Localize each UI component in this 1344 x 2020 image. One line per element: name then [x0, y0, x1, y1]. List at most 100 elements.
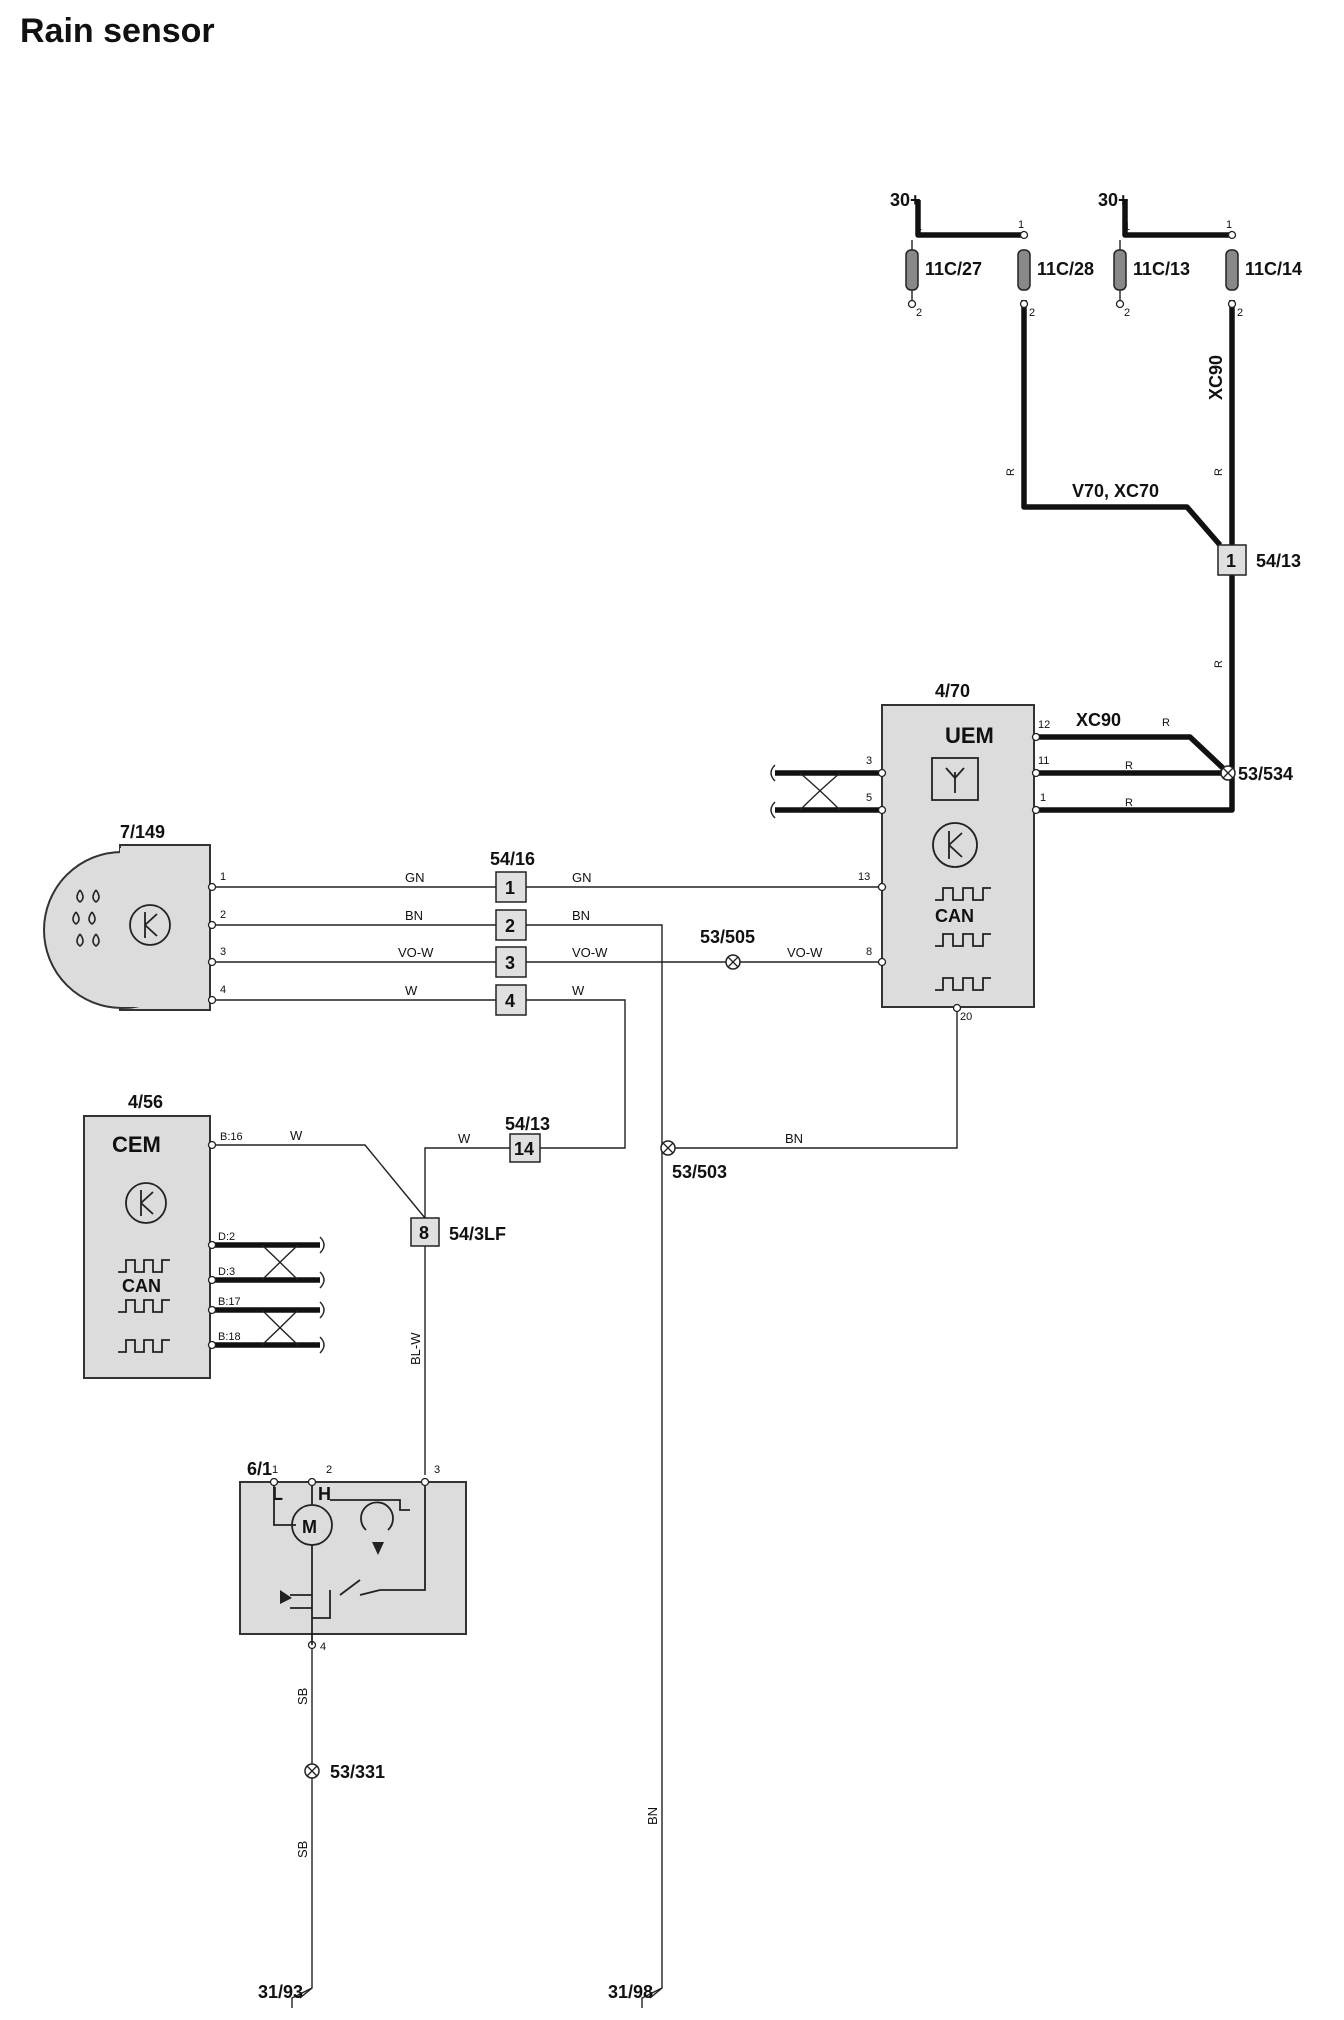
- svg-text:M: M: [302, 1517, 317, 1537]
- wire-color-r-pin1: R: [1125, 797, 1133, 809]
- svg-text:53/505: 53/505: [700, 927, 755, 947]
- wire-color-r-lower: R: [1213, 660, 1225, 668]
- fuse-11c-27: 1 2 11C/27: [905, 221, 982, 319]
- svg-text:H: H: [318, 1484, 331, 1504]
- wire-color-r-right: R: [1213, 468, 1225, 476]
- wire-w-sensor: [212, 999, 626, 1149]
- wire-color-w-cem: W: [290, 1128, 303, 1143]
- page-title: Rain sensor: [20, 12, 215, 50]
- svg-text:2: 2: [1124, 307, 1130, 319]
- svg-text:2: 2: [505, 916, 515, 936]
- power-wiring: [212, 200, 1235, 1348]
- label-v70-xc70: V70, XC70: [1072, 481, 1159, 501]
- wiper-motor: 6/1 1 2 3 4 L H M: [239, 1459, 467, 1653]
- svg-text:CAN: CAN: [935, 906, 974, 926]
- wire-w-14-to-8: [424, 1147, 510, 1218]
- cable-continuation-marks: [319, 764, 776, 1354]
- svg-text:11C/13: 11C/13: [1133, 259, 1190, 279]
- svg-text:20: 20: [960, 1011, 972, 1023]
- wire-sb-ground: [299, 1777, 313, 1999]
- wire-bn-uem-pin20: [674, 1008, 958, 1149]
- twisted-pair-marks: [261, 772, 841, 1346]
- wire-uem-pin1: [1036, 778, 1235, 813]
- svg-text:3: 3: [505, 953, 515, 973]
- svg-text:2: 2: [1029, 307, 1035, 319]
- splice-53-503: 53/503: [660, 1140, 727, 1182]
- uem-box: [881, 704, 1035, 1008]
- svg-text:13: 13: [858, 871, 870, 883]
- wire-color-r-pin11: R: [1125, 760, 1133, 772]
- svg-text:53/503: 53/503: [672, 1162, 727, 1182]
- svg-text:53/331: 53/331: [330, 1762, 385, 1782]
- wire-color-vo-w-mid: VO-W: [572, 945, 608, 960]
- svg-text:B:16: B:16: [220, 1131, 243, 1143]
- splice-53-331: 53/331: [304, 1762, 385, 1782]
- wire-fuse-11c28-down: [1021, 300, 1223, 547]
- wire-color-w-54-13: W: [458, 1131, 471, 1146]
- cem-module: 4/56 CEM CAN B:16 D:2 D:3 B:17 B:18: [83, 1092, 243, 1379]
- svg-text:1: 1: [1018, 219, 1024, 231]
- wire-color-w-right: W: [572, 983, 585, 998]
- uem-id: 4/70: [935, 681, 970, 701]
- ground-31-93: 31/93: [258, 1982, 303, 2002]
- svg-text:1: 1: [220, 871, 226, 883]
- svg-text:11C/27: 11C/27: [925, 259, 982, 279]
- park-cam-icon: [360, 1501, 394, 1555]
- svg-text:4: 4: [220, 984, 226, 996]
- svg-text:1: 1: [1040, 792, 1046, 804]
- raindrop-icon: [72, 889, 100, 947]
- wire-color-r-pin12: R: [1162, 717, 1170, 729]
- connector-54-13-top: 1 54/13: [1217, 544, 1301, 576]
- wire-color-bn-right: BN: [572, 908, 590, 923]
- control-unit-icon: [932, 822, 978, 868]
- supply-30plus-left: 30+: [890, 190, 921, 210]
- svg-text:53/534: 53/534: [1238, 764, 1293, 784]
- svg-text:D:2: D:2: [218, 1231, 235, 1243]
- can-bus-icon: CAN: [935, 887, 991, 991]
- svg-text:2: 2: [916, 307, 922, 319]
- svg-text:2: 2: [1237, 307, 1243, 319]
- connector-54-3lf: 8 54/3LF: [410, 1217, 506, 1247]
- svg-text:1: 1: [916, 221, 922, 233]
- svg-text:3: 3: [866, 755, 872, 767]
- wire-color-vo-w-right: VO-W: [787, 945, 823, 960]
- ground-symbols: [291, 1987, 663, 2008]
- svg-text:4: 4: [505, 991, 515, 1011]
- svg-text:54/3LF: 54/3LF: [449, 1224, 506, 1244]
- svg-text:4: 4: [320, 1641, 326, 1653]
- svg-text:3: 3: [434, 1464, 440, 1476]
- wire-color-bl-w: BL-W: [408, 1332, 423, 1365]
- connector-54-13-mid: 54/13 14: [505, 1114, 550, 1163]
- wiper-motor-id: 6/1: [247, 1459, 272, 1479]
- svg-text:54/13: 54/13: [505, 1114, 550, 1134]
- wire-bn-sensor: [212, 924, 663, 1148]
- cem-name: CEM: [112, 1132, 161, 1157]
- fuse-11c-13: 1 2 11C/13: [1113, 221, 1190, 319]
- svg-text:3: 3: [220, 946, 226, 958]
- fuse-11c-14: 1 2 11C/14: [1225, 219, 1302, 319]
- antenna-icon: [931, 757, 979, 801]
- wire-color-bn-ground: BN: [645, 1807, 660, 1825]
- wire-w-cem: [212, 1144, 426, 1219]
- svg-text:CAN: CAN: [122, 1276, 161, 1296]
- control-unit-icon: [125, 1182, 167, 1224]
- wire-color-bn-uem: BN: [785, 1131, 803, 1146]
- svg-text:1: 1: [505, 878, 515, 898]
- wire-color-gn-right: GN: [572, 870, 592, 885]
- connector-54-16: 54/16 1 2 3 4: [490, 849, 535, 1016]
- svg-text:B:17: B:17: [218, 1296, 241, 1308]
- svg-text:1: 1: [272, 1464, 278, 1476]
- wire-bn-ground: [649, 1148, 663, 1999]
- wire-30plus-right-bus: [1122, 200, 1232, 238]
- wire-color-vo-w-left: VO-W: [398, 945, 434, 960]
- wire-30plus-left-bus: [915, 200, 1024, 238]
- wire-color-w-left: W: [405, 983, 418, 998]
- label-xc90-uem: XC90: [1076, 710, 1121, 730]
- wire-color-sb-upper: SB: [295, 1688, 310, 1705]
- svg-text:B:18: B:18: [218, 1331, 241, 1343]
- svg-text:54/16: 54/16: [490, 849, 535, 869]
- svg-text:1: 1: [1226, 551, 1236, 571]
- wire-color-bn-left: BN: [405, 908, 423, 923]
- wire-color-gn-left: GN: [405, 870, 425, 885]
